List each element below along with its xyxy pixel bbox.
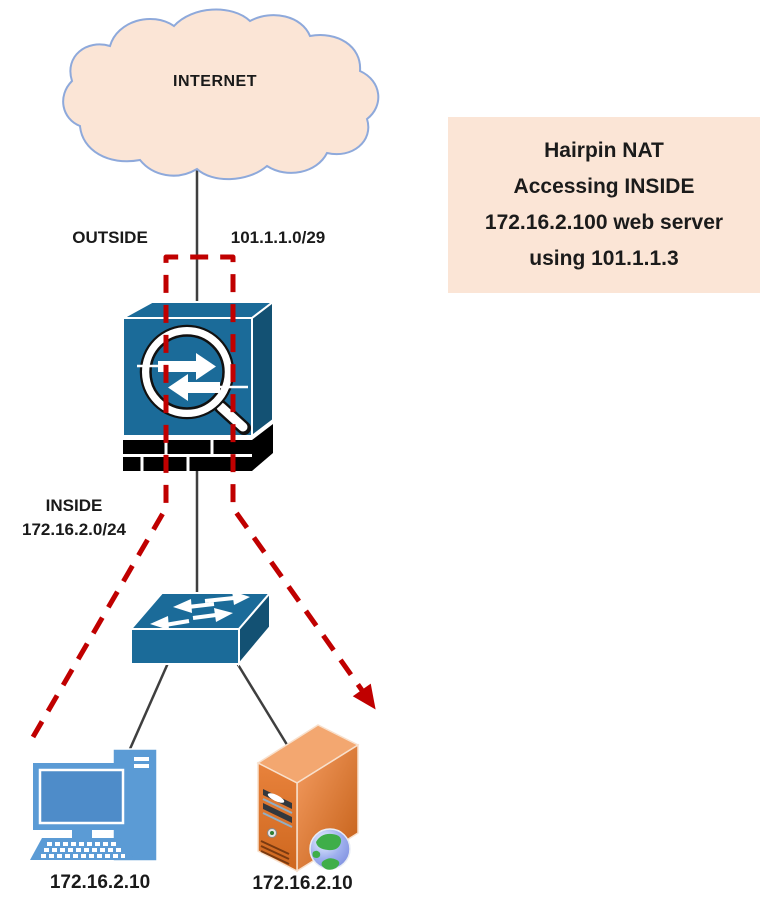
desktop-pc-icon bbox=[30, 748, 158, 862]
keyboard-keys bbox=[41, 842, 125, 858]
hairpin-nat-flow-arrow bbox=[30, 254, 376, 739]
traffic-arrows-icon bbox=[137, 353, 248, 401]
hairpin-note-box: Hairpin NAT Accessing INSIDE 172.16.2.10… bbox=[448, 117, 760, 293]
lan-switch-icon bbox=[128, 590, 273, 667]
globe-icon bbox=[309, 828, 351, 870]
outside-label: OUTSIDE bbox=[72, 228, 148, 247]
outside-subnet-label: 101.1.1.0/29 bbox=[230, 228, 326, 247]
inside-label: INSIDE bbox=[45, 496, 103, 515]
server-ip-label: 172.16.2.10 bbox=[252, 873, 353, 894]
note-line: Hairpin NAT bbox=[544, 139, 664, 162]
server-vents bbox=[260, 840, 290, 865]
switch-arrows-icon bbox=[150, 591, 250, 630]
link-switch-to-server bbox=[235, 662, 291, 749]
note-line: Accessing INSIDE bbox=[513, 175, 695, 198]
inside-subnet-label: 172.16.2.0/24 bbox=[22, 520, 126, 539]
note-line: 172.16.2.100 web server bbox=[484, 211, 724, 234]
asa-firewall-icon bbox=[122, 299, 276, 471]
pc-ip-label: 172.16.2.10 bbox=[49, 872, 151, 893]
note-line: using 101.1.1.3 bbox=[529, 247, 679, 270]
link-switch-to-pc bbox=[124, 662, 170, 759]
internet-label: INTERNET bbox=[173, 73, 257, 90]
internet-cloud-icon bbox=[62, 8, 380, 181]
web-server-icon bbox=[256, 724, 360, 873]
drive-bays bbox=[262, 789, 293, 828]
